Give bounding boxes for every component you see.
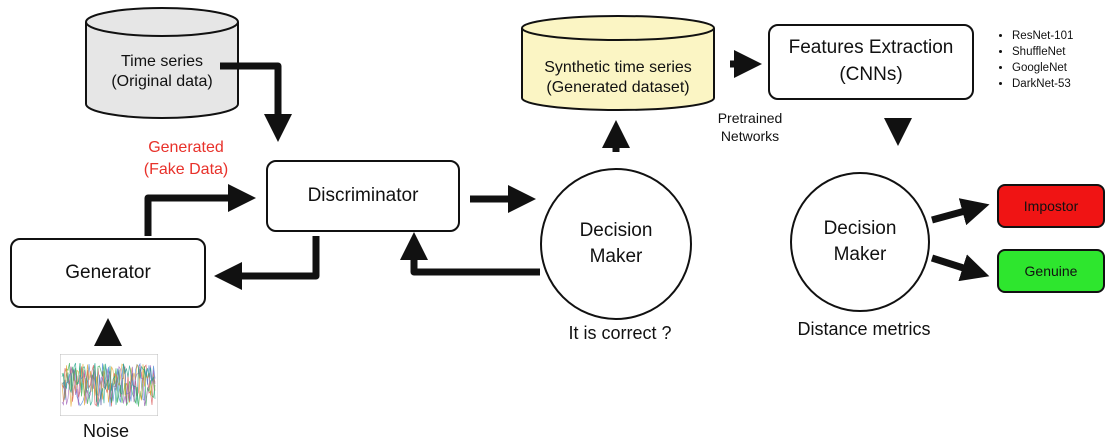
pretrained-networks-list: ResNet-101 ShuffleNet GoogleNet DarkNet-… — [1000, 28, 1073, 92]
arrow-timeseries-to-discriminator — [220, 62, 292, 142]
network-item: ResNet-101 — [1012, 28, 1073, 44]
decision-maker-circle-2: Decision Maker — [790, 172, 930, 312]
synthetic-dataset-label: Synthetic time series (Generated dataset… — [544, 59, 692, 96]
decision-maker-circle: Decision Maker — [540, 168, 692, 320]
impostor-box: Impostor — [997, 184, 1105, 228]
arrow-decision-to-discriminator — [400, 232, 540, 276]
arrow-decision-to-impostor — [931, 198, 990, 226]
noise-trace — [61, 365, 156, 407]
noise-trace — [61, 363, 156, 407]
it-is-correct-label: It is correct ? — [568, 323, 672, 343]
generated-fake-data-label: Generated (Fake Data) — [143, 139, 229, 179]
arrow-discriminator-to-generator — [214, 236, 320, 290]
noise-signal-image — [60, 354, 158, 416]
genuine-box: Genuine — [997, 249, 1105, 293]
synthetic-dataset-cylinder — [521, 15, 715, 111]
time-series-label: Time series (Original data) — [111, 53, 213, 90]
features-extraction-box: Features Extraction (CNNs) — [768, 24, 974, 100]
network-item: GoogleNet — [1012, 60, 1073, 76]
time-series-cylinder — [85, 7, 239, 119]
noise-label: Noise — [82, 421, 130, 441]
network-item: ShuffleNet — [1012, 44, 1073, 60]
arrow-generator-to-discriminator — [144, 184, 256, 236]
generator-box: Generator — [10, 238, 206, 308]
network-item: DarkNet-53 — [1012, 76, 1073, 92]
discriminator-box: Discriminator — [266, 160, 460, 232]
pretrained-networks-label: Pretrained Networks — [717, 110, 783, 144]
noise-trace — [61, 362, 156, 407]
distance-metrics-label: Distance metrics — [797, 319, 931, 339]
arrow-decision-to-genuine — [930, 254, 990, 282]
